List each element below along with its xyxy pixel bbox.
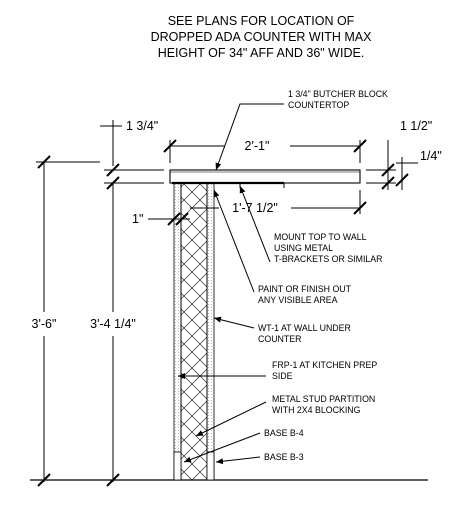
dim-wall-height: 3'-4 1/4" [90, 183, 136, 487]
note-paint-finish: PAINT OR FINISH OUT ANY VISIBLE AREA [213, 189, 352, 305]
note-frp1: FRP-1 AT KITCHEN PREP SIDE [178, 360, 377, 381]
dim-wall-height-label: 3'-4 1/4" [90, 317, 136, 331]
svg-text:METAL STUD PARTITION: METAL STUD PARTITION [272, 394, 375, 404]
svg-text:COUNTERTOP: COUNTERTOP [288, 100, 349, 110]
dim-depth: 2'-1" [163, 139, 367, 163]
note-base-b3: BASE B-3 [215, 452, 304, 465]
svg-text:PAINT OR FINISH OUT: PAINT OR FINISH OUT [258, 284, 352, 294]
svg-text:BASE B-3: BASE B-3 [264, 452, 304, 462]
base-b4-profile [206, 451, 215, 481]
svg-text:WT-1 AT WALL UNDER: WT-1 AT WALL UNDER [258, 323, 351, 333]
svg-text:COUNTER: COUNTER [258, 334, 302, 344]
base-b3-profile [173, 451, 182, 481]
note-stud-partition: METAL STUD PARTITION WITH 2X4 BLOCKING [195, 394, 375, 437]
svg-text:FRP-1 AT KITCHEN PREP: FRP-1 AT KITCHEN PREP [272, 360, 377, 370]
note-butcher-block: 1 3/4" BUTCHER BLOCK COUNTERTOP [215, 89, 388, 171]
svg-text:USING METAL: USING METAL [274, 243, 333, 253]
dim-edge-reveal: 1/4" [395, 149, 442, 190]
svg-text:WITH 2X4 BLOCKING: WITH 2X4 BLOCKING [272, 405, 361, 415]
dim-overall-height: 3'-6" [32, 155, 100, 487]
dim-overall-height-label: 3'-6" [32, 317, 57, 331]
wall-finish-right [206, 182, 215, 481]
wall-section [173, 182, 215, 481]
dim-top-setback-label: 1'-7 1/2" [232, 201, 278, 215]
title-note: SEE PLANS FOR LOCATION OF DROPPED ADA CO… [151, 14, 373, 60]
svg-text:1 3/4" BUTCHER BLOCK: 1 3/4" BUTCHER BLOCK [288, 89, 388, 99]
dim-edge-thickness: 1 1/2" [366, 119, 432, 190]
dim-edge-thickness-label: 1 1/2" [400, 119, 432, 133]
title-line-2: DROPPED ADA COUNTER WITH MAX [151, 30, 373, 44]
svg-text:T-BRACKETS OR SIMILAR: T-BRACKETS OR SIMILAR [274, 254, 383, 264]
note-wt1: WT-1 AT WALL UNDER COUNTER [213, 316, 351, 344]
dim-wall-inset-label: 1" [132, 212, 143, 226]
stud-blocking [180, 182, 208, 481]
dim-overhang-label: 1 3/4" [126, 119, 158, 133]
svg-text:MOUNT TOP TO WALL: MOUNT TOP TO WALL [274, 232, 367, 242]
dim-edge-reveal-label: 1/4" [420, 149, 442, 163]
wall-finish-left [173, 182, 182, 481]
dim-depth-label: 2'-1" [245, 139, 270, 153]
title-line-1: SEE PLANS FOR LOCATION OF [168, 14, 355, 28]
svg-text:BASE B-4: BASE B-4 [264, 428, 304, 438]
countertop [169, 169, 361, 188]
dim-overhang: 1 3/4" [100, 119, 164, 190]
dim-top-setback: 1'-7 1/2" [190, 190, 367, 215]
svg-text:SIDE: SIDE [272, 371, 293, 381]
note-mount-top: MOUNT TOP TO WALL USING METAL T-BRACKETS… [239, 185, 383, 264]
title-line-3: HEIGHT OF 34" AFF AND 36" WIDE. [158, 46, 365, 60]
svg-text:ANY VISIBLE AREA: ANY VISIBLE AREA [258, 295, 338, 305]
note-base-b4: BASE B-4 [183, 428, 304, 463]
dim-wall-inset: 1" [132, 212, 190, 226]
